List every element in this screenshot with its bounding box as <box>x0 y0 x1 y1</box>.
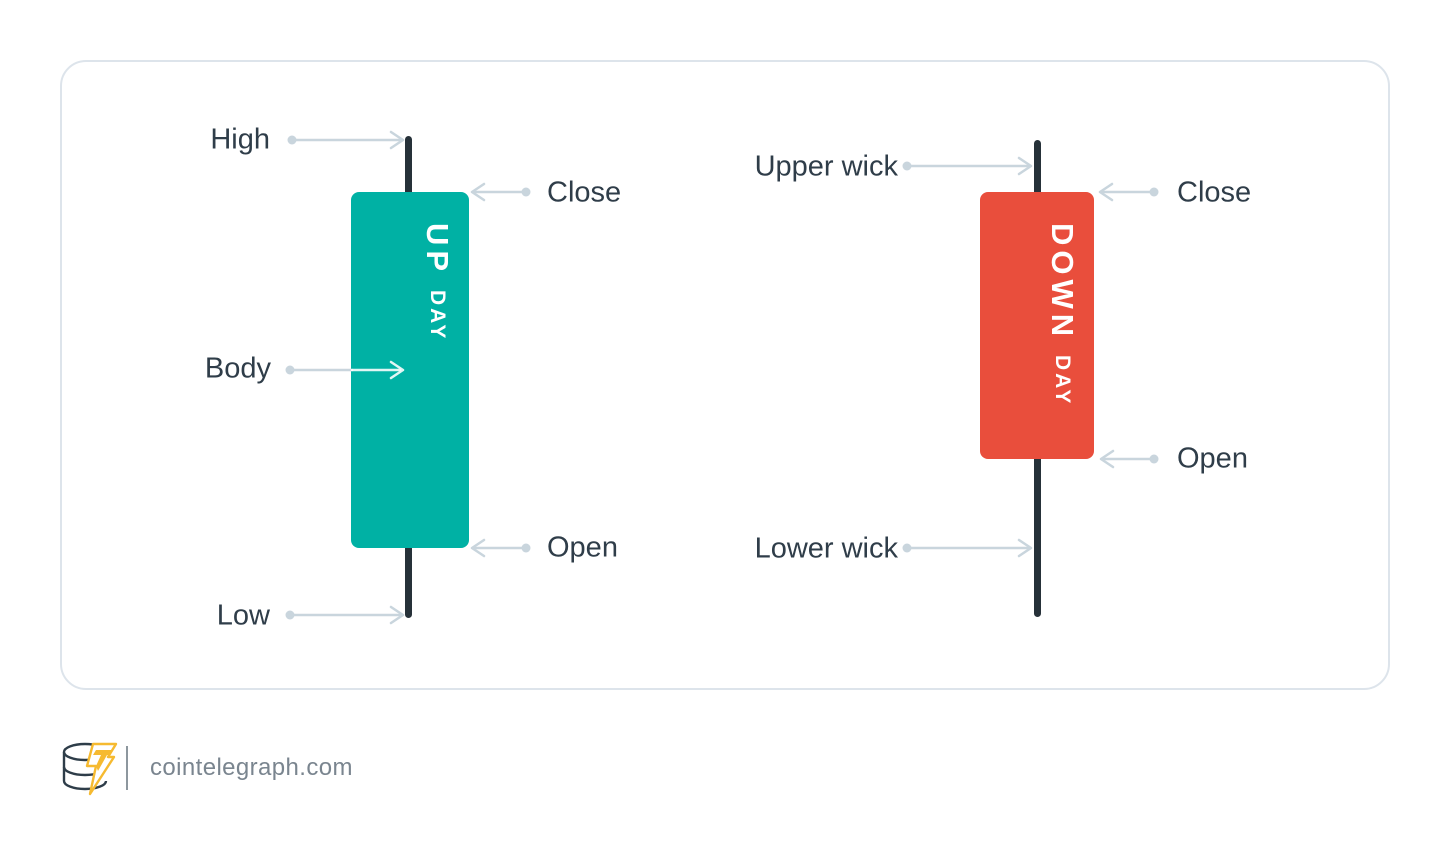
down-candle-small-label: DAY <box>1051 354 1074 407</box>
label-high: High <box>210 123 270 156</box>
label-open-down: Open <box>1177 442 1248 475</box>
cointelegraph-logo-icon <box>62 742 118 796</box>
label-close-down: Close <box>1177 176 1252 209</box>
up-candle-body: UP DAY <box>351 192 469 548</box>
label-lower-wick: Lower wick <box>754 532 898 565</box>
label-body: Body <box>204 352 271 385</box>
down-candle-vertical-label: DOWN DAY <box>1045 223 1080 407</box>
label-open-up: Open <box>547 531 618 564</box>
label-upper-wick: Upper wick <box>754 150 898 183</box>
footer-divider <box>126 746 128 790</box>
brand-site-text: cointelegraph.com <box>150 754 353 781</box>
diagram-card <box>60 60 1390 690</box>
up-candle-big-label: UP <box>420 223 455 277</box>
down-candle-big-label: DOWN <box>1045 223 1080 342</box>
up-candle-small-label: DAY <box>426 289 449 341</box>
label-low: Low <box>216 599 270 632</box>
label-close-up: Close <box>547 176 622 209</box>
down-candle-body: DOWN DAY <box>980 192 1094 459</box>
up-candle-vertical-label: UP DAY <box>420 223 455 341</box>
brand-footer: cointelegraph.com <box>56 738 353 800</box>
